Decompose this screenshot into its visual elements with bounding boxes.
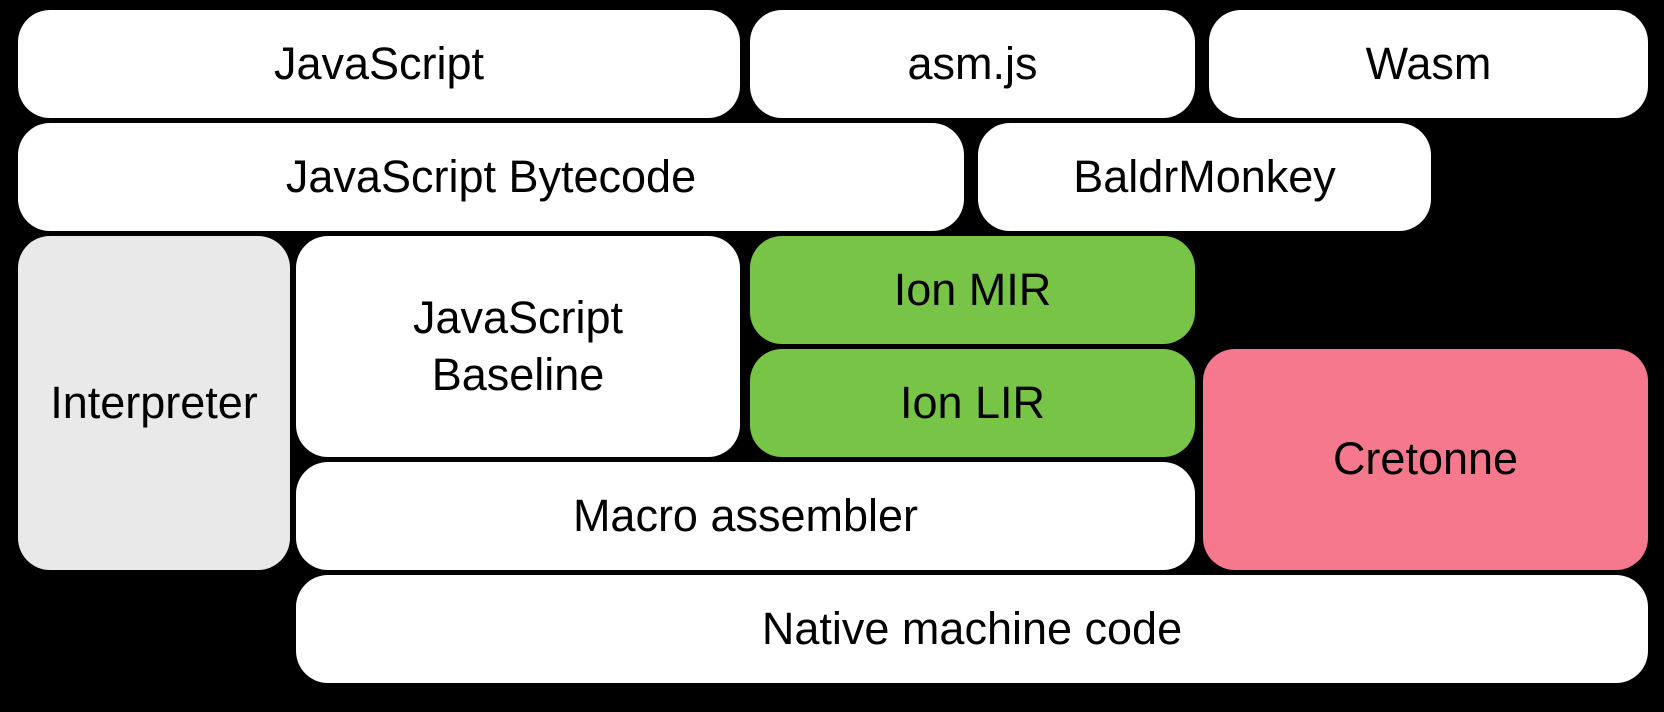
box-cretonne: Cretonne [1203,349,1648,570]
box-ion-lir: Ion LIR [750,349,1195,457]
box-interpreter: Interpreter [18,236,290,570]
box-javascript-bytecode: JavaScript Bytecode [18,123,964,231]
box-macro-assembler-label: Macro assembler [572,489,919,541]
box-wasm: Wasm [1209,10,1648,118]
box-asm-js: asm.js [750,10,1195,118]
box-javascript-label: JavaScript [273,37,485,89]
box-javascript-baseline-label: JavaScript Baseline [412,292,624,400]
box-wasm-label: Wasm [1365,37,1492,89]
box-javascript: JavaScript [18,10,740,118]
box-interpreter-label: Interpreter [50,376,258,428]
box-macro-assembler: Macro assembler [296,462,1195,570]
box-native-machine-code: Native machine code [296,575,1648,683]
box-ion-mir-label: Ion MIR [893,263,1052,315]
box-cretonne-label: Cretonne [1332,433,1519,485]
box-javascript-bytecode-label: JavaScript Bytecode [285,150,697,202]
box-native-machine-code-label: Native machine code [761,602,1183,654]
box-baldrmonkey-label: BaldrMonkey [1073,150,1336,202]
box-javascript-baseline: JavaScript Baseline [296,236,740,457]
box-ion-mir: Ion MIR [750,236,1195,344]
box-asm-js-label: asm.js [907,37,1038,89]
box-ion-lir-label: Ion LIR [899,376,1046,428]
box-baldrmonkey: BaldrMonkey [978,123,1431,231]
